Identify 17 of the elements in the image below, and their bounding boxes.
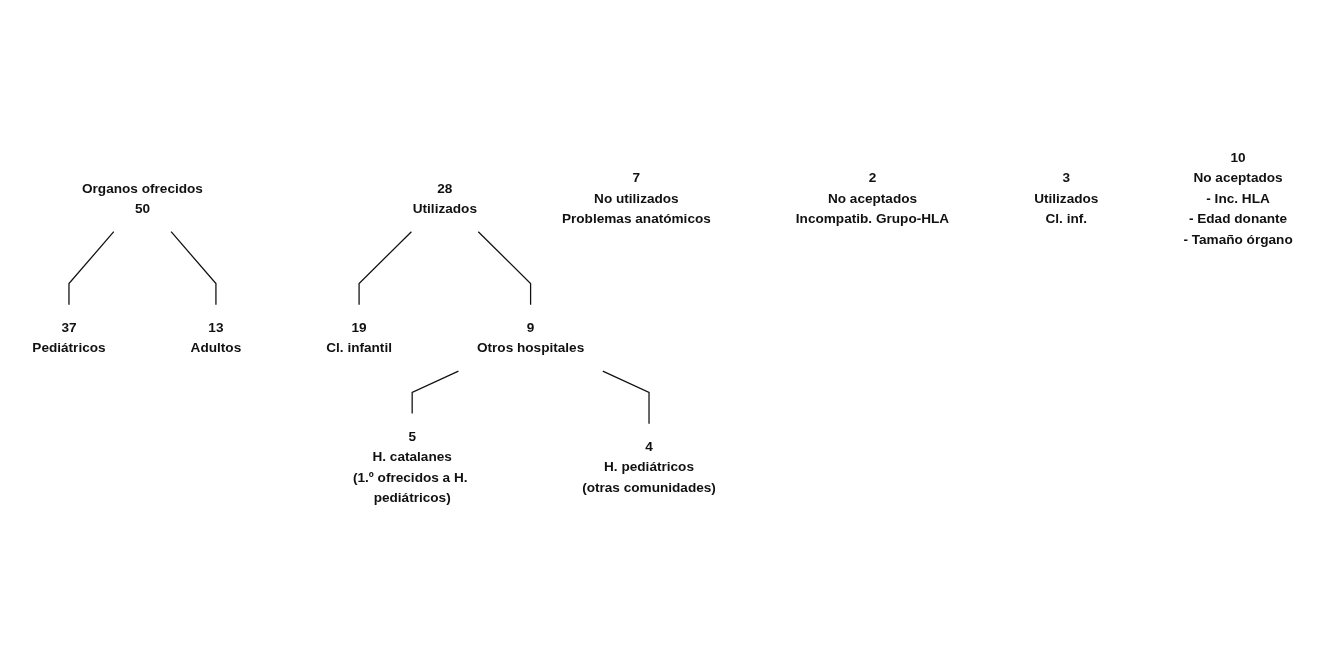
connector: [358, 231, 413, 306]
connector: [68, 231, 115, 306]
node-text: 13 Adultos: [190, 320, 242, 356]
node-text: 2 No aceptados Incompatib. Grupo-HLA: [795, 170, 950, 227]
node-text: 28 Utilizados: [412, 180, 477, 216]
connector: [411, 370, 460, 415]
node-text: 10 No aceptados - Inc. HLA - Edad donante - Tamaño órgano: [1183, 150, 1293, 247]
node-text: 3 Utilizados Cl. inf.: [1034, 170, 1099, 227]
node-text: 7 No utilizados Problemas anatómicos: [561, 170, 711, 227]
connector: [170, 231, 217, 306]
node-text: 37 Pediátricos: [32, 320, 106, 356]
node-text: 9 Otros hospitales: [476, 320, 585, 356]
node-text: 5 H. catalanes (1.º ofrecidos a H. pediátricos): [353, 429, 468, 505]
node-text: 19 Cl. infantil: [326, 320, 392, 356]
node-text: 4 H. pediátricos (otras comunidades): [582, 439, 716, 495]
node-text: Organos ofrecidos 50: [82, 180, 203, 216]
connector: [477, 231, 532, 306]
